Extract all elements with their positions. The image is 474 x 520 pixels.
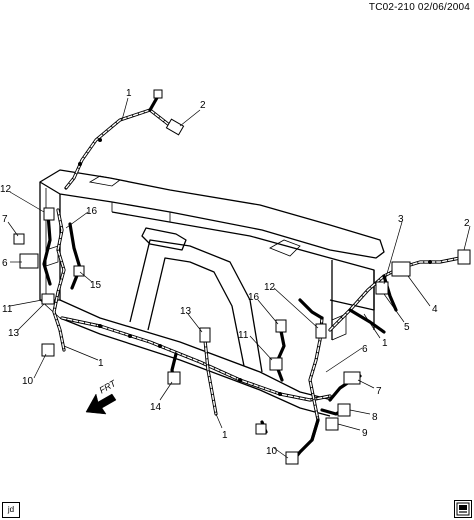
connector-top-stub (153, 89, 163, 99)
callout-8-right: 8 (372, 412, 378, 423)
harness-clips (78, 138, 432, 396)
front-arrow-icon (85, 393, 117, 415)
callout-16-left: 16 (86, 206, 98, 217)
connector-left-12 (43, 207, 55, 221)
callout-16-right: 16 (248, 292, 260, 303)
callout-5-right: 5 (404, 322, 410, 333)
harness-wires (42, 94, 462, 464)
callout-10-left: 10 (22, 376, 34, 387)
callout-1-bottom: 1 (222, 430, 228, 441)
connector-right-9 (325, 417, 339, 431)
callout-2-right: 2 (464, 218, 470, 229)
front-direction-indicator: FRT (85, 377, 119, 415)
connector-right-7 (343, 371, 361, 385)
connector-right-3 (375, 281, 389, 295)
connector-right-16 (275, 319, 287, 333)
diagram-reference-code: TC02-210 02/06/2004 (368, 2, 470, 13)
callout-12-right: 12 (264, 282, 276, 293)
callout-11-right: 11 (238, 330, 249, 341)
connector-left-6 (19, 253, 39, 269)
connector-bottom-small (255, 423, 267, 435)
callout-9-right: 9 (362, 428, 368, 439)
connector-right-4 (391, 261, 411, 277)
connector-center-13 (199, 327, 211, 343)
connector-bottom-10 (285, 451, 299, 465)
callout-7-left: 7 (2, 214, 8, 225)
callout-15-left: 15 (90, 280, 102, 291)
callout-3-right: 3 (398, 214, 404, 225)
connector-left-15 (73, 265, 85, 277)
callout-14-mid: 14 (150, 402, 162, 413)
callout-13-left: 13 (8, 328, 20, 339)
callout-10-bottom: 10 (266, 446, 278, 457)
connector-left-7 (13, 233, 25, 245)
connector-top-right (165, 118, 185, 136)
callout-1-top: 1 (126, 88, 132, 99)
callout-7-right: 7 (376, 386, 382, 397)
connector-right-2 (457, 249, 471, 265)
connector-right-11 (269, 357, 283, 371)
connector-right-8 (337, 403, 351, 417)
callout-1-left: 1 (98, 358, 104, 369)
connector-center-14 (167, 371, 181, 385)
callout-4-right: 4 (432, 304, 438, 315)
connectors (13, 89, 471, 465)
callout-2-top: 2 (200, 100, 206, 111)
front-direction-label: FRT (98, 377, 119, 395)
drafter-initials: jd (2, 502, 20, 518)
connector-left-10 (41, 343, 55, 357)
connector-left-11 (41, 293, 55, 305)
callout-12-left: 12 (0, 184, 12, 195)
callout-labels: 1 2 12 7 16 6 15 11 13 1 10 14 13 1 16 1… (0, 88, 470, 457)
callout-1-right: 1 (382, 338, 388, 349)
callout-11-left: 11 (2, 304, 13, 315)
connector-right-12 (315, 323, 327, 339)
callout-13-mid: 13 (180, 306, 192, 317)
callout-6-left: 6 (2, 258, 8, 269)
callout-6-right: 6 (362, 344, 368, 355)
leader-lines (7, 97, 471, 459)
gm-logo-icon (454, 500, 472, 518)
